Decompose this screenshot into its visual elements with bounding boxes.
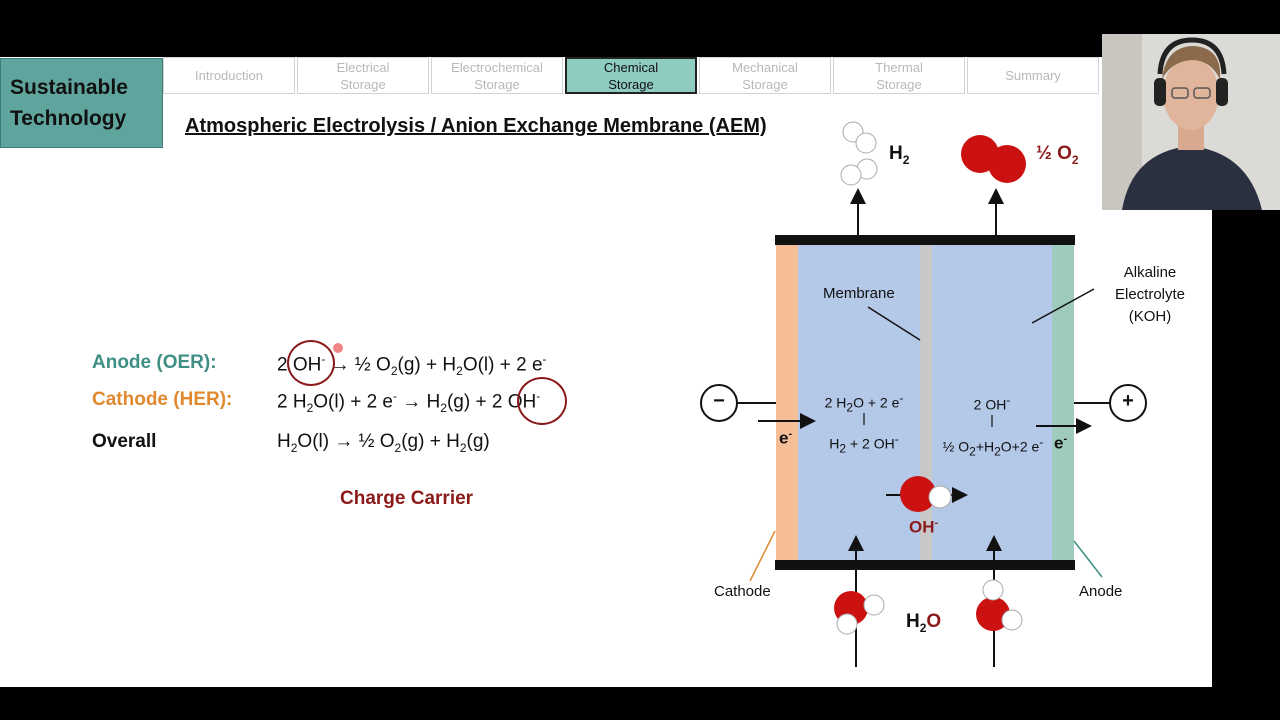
tab-label: Chemical bbox=[603, 59, 659, 75]
cathode-half-reaction-reactants: 2 H2O + 2 e- bbox=[824, 391, 904, 415]
cathode-her-label: Cathode (HER): bbox=[92, 389, 233, 410]
anode-label: Anode bbox=[1079, 583, 1123, 600]
membrane-leader-line bbox=[867, 306, 921, 341]
cathode-equation: 2 H2O(l) + 2 e- → H2(g) + 2 OH- bbox=[277, 389, 541, 416]
cathode-plate bbox=[776, 242, 798, 562]
tab-label: Storage bbox=[742, 76, 788, 92]
slide: Sustainable Technology Introduction Elec… bbox=[0, 57, 1212, 687]
anode-plate bbox=[1052, 242, 1074, 562]
brand-line-1: Sustainable bbox=[10, 76, 128, 99]
tab-label: Storage bbox=[876, 76, 922, 92]
h2-molecule-atom bbox=[840, 164, 862, 186]
overall-equation: H2O(l) → ½ O2(g) + H2(g) bbox=[277, 431, 490, 455]
aem-electrolyzer-diagram bbox=[700, 121, 1147, 667]
electron-label: e- bbox=[779, 428, 793, 448]
electron-label: e- bbox=[1054, 433, 1068, 453]
anode-half-reaction-products: ½ O2+H2O+2 e- bbox=[942, 435, 1044, 459]
h2-molecule-atom bbox=[855, 132, 877, 154]
o2-molecule-atom bbox=[988, 145, 1026, 183]
hydroxide-label: OH- bbox=[909, 517, 939, 537]
overall-label: Overall bbox=[92, 431, 157, 452]
presenter-avatar bbox=[1102, 34, 1280, 210]
water-hydrogen-atom bbox=[836, 613, 858, 635]
top-plate bbox=[775, 235, 1075, 245]
tab-label: Introduction bbox=[195, 68, 263, 83]
laser-pointer bbox=[333, 343, 343, 353]
cathode-half-reaction-products: H2 + 2 OH- bbox=[829, 432, 899, 456]
membrane-strip bbox=[920, 242, 932, 562]
anode-leader-line bbox=[1073, 540, 1103, 578]
webcam-overlay bbox=[1102, 34, 1280, 210]
brand-box: Sustainable Technology bbox=[0, 58, 163, 148]
cathode-leader-line bbox=[749, 530, 776, 582]
water-hydrogen-atom bbox=[1001, 609, 1023, 631]
oh-highlight-circle bbox=[517, 377, 567, 425]
tab-label: Storage bbox=[340, 76, 386, 92]
charge-carrier-label: Charge Carrier bbox=[340, 488, 474, 509]
tab-summary[interactable]: Summary bbox=[967, 57, 1099, 94]
anode-oer-label: Anode (OER): bbox=[92, 352, 217, 373]
tab-label: Electrical bbox=[336, 59, 390, 75]
alkaline-electrolyte-label: Alkaline Electrolyte (KOH) bbox=[1114, 264, 1186, 325]
tab-introduction[interactable]: Introduction bbox=[163, 57, 295, 94]
brand-line-2: Technology bbox=[10, 107, 127, 130]
bottom-plate bbox=[775, 560, 1075, 570]
water-oxygen-atom bbox=[976, 597, 1010, 631]
tab-label: Mechanical bbox=[732, 59, 798, 75]
plus-sign: + bbox=[1122, 390, 1134, 412]
tab-label: Electrochemical bbox=[451, 59, 543, 75]
h2-label: H2 bbox=[889, 143, 910, 167]
anode-half-reaction-reactants: 2 OH- bbox=[973, 393, 1011, 413]
oh-highlight-circle bbox=[287, 340, 335, 386]
slide-title: Atmospheric Electrolysis / Anion Exchang… bbox=[185, 115, 767, 137]
cathode-label: Cathode bbox=[714, 583, 771, 600]
tab-label: Summary bbox=[1005, 68, 1061, 83]
water-hydrogen-atom bbox=[863, 594, 885, 616]
hydroxide-oxygen-atom bbox=[900, 476, 936, 512]
tab-label: Storage bbox=[608, 76, 654, 92]
minus-sign: − bbox=[713, 390, 725, 412]
water-hydrogen-atom bbox=[982, 579, 1004, 601]
membrane-label: Membrane bbox=[823, 285, 895, 302]
tab-label: Storage bbox=[474, 76, 520, 92]
water-label: H2O bbox=[906, 611, 942, 635]
electrolyte-leader-line bbox=[1031, 288, 1095, 324]
half-o2-label: ½ O2 bbox=[1036, 143, 1079, 167]
tab-label: Thermal bbox=[875, 59, 923, 75]
hydroxide-hydrogen-atom bbox=[928, 485, 952, 509]
